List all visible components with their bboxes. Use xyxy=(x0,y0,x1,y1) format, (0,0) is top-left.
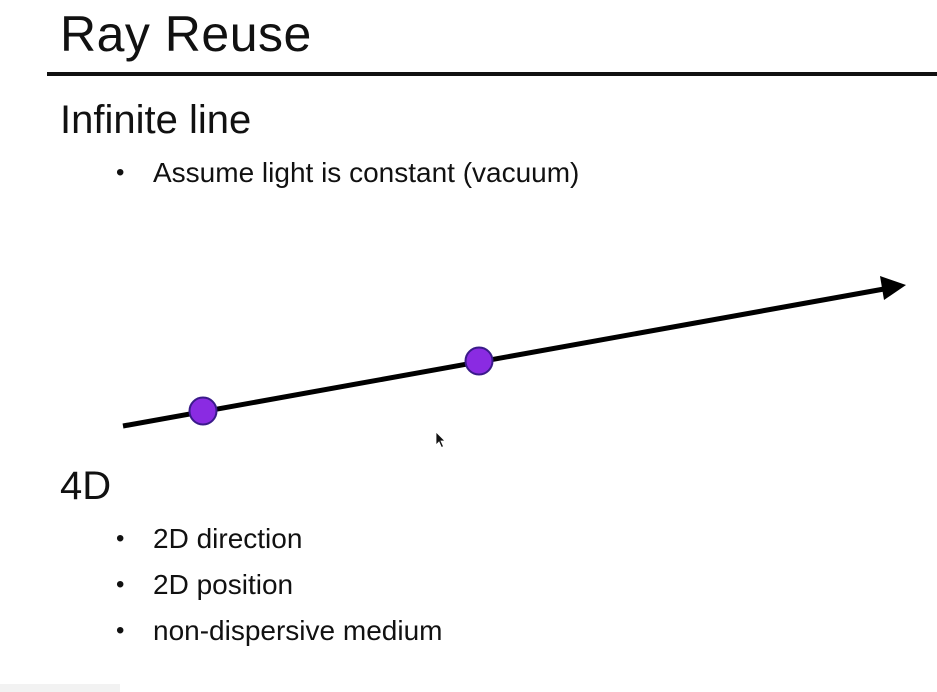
bullet-text: non-dispersive medium xyxy=(153,615,443,646)
bullet-item: • 2D direction xyxy=(116,516,442,562)
bullet-text: Assume light is constant (vacuum) xyxy=(153,157,580,188)
bullet-list-infinite-line: • Assume light is constant (vacuum) xyxy=(116,150,579,196)
section-heading-4d: 4D xyxy=(60,464,112,508)
ray-arrowhead xyxy=(880,276,906,300)
sample-point-1 xyxy=(188,396,218,426)
bullet-text: 2D position xyxy=(153,569,294,600)
bullet-item: • non-dispersive medium xyxy=(116,608,442,654)
bullet-item: • Assume light is constant (vacuum) xyxy=(116,150,579,196)
bottom-edge-bar xyxy=(0,684,120,692)
mouse-pointer-icon xyxy=(435,431,446,449)
bullet-dot-icon: • xyxy=(116,159,125,186)
bullet-dot-icon: • xyxy=(116,617,125,644)
title-divider xyxy=(47,72,937,76)
ray-line xyxy=(122,286,885,429)
bullet-text: 2D direction xyxy=(153,523,303,554)
slide-title: Ray Reuse xyxy=(60,6,312,62)
bullet-item: • 2D position xyxy=(116,562,442,608)
section-heading-infinite-line: Infinite line xyxy=(60,98,252,142)
bullet-list-4d: • 2D direction • 2D position • non-dispe… xyxy=(116,516,442,654)
bullet-dot-icon: • xyxy=(116,571,125,598)
sample-point-2 xyxy=(464,346,494,376)
bullet-dot-icon: • xyxy=(116,525,125,552)
